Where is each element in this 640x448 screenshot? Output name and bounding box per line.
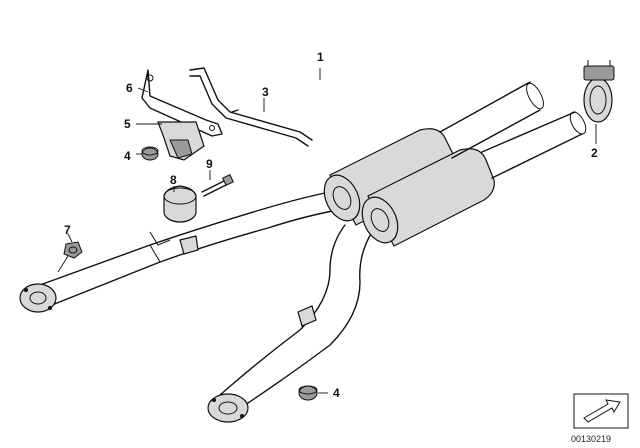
reference-number: 00130219 [571, 434, 611, 444]
support-strap[interactable] [189, 67, 313, 147]
nut-left[interactable] [63, 241, 83, 259]
hanger-bracket[interactable] [141, 69, 223, 137]
callout-7: 7 [64, 223, 71, 237]
callout-2: 2 [591, 146, 598, 160]
callout-3: 3 [262, 85, 269, 99]
direction-arrow-icon [583, 399, 621, 423]
bolt[interactable] [201, 174, 234, 197]
callout-8: 8 [170, 173, 177, 187]
front-pipe-left[interactable] [19, 191, 353, 313]
front-pipe-right[interactable] [207, 224, 373, 423]
callout-4-lower: 4 [333, 386, 340, 400]
rubber-mount[interactable] [157, 121, 205, 161]
reference-box [573, 393, 629, 429]
rubber-bush[interactable] [163, 185, 197, 223]
callout-6: 6 [126, 81, 133, 95]
nut-lower[interactable] [298, 385, 318, 401]
nut-upper[interactable] [141, 146, 159, 161]
callout-9: 9 [206, 157, 213, 171]
callout-1: 1 [317, 50, 324, 64]
leader-lines [57, 68, 597, 394]
callout-4-upper: 4 [124, 149, 131, 163]
pipe-clamp[interactable] [583, 60, 615, 123]
center-silencer[interactable] [317, 81, 589, 249]
callout-5: 5 [124, 117, 131, 131]
